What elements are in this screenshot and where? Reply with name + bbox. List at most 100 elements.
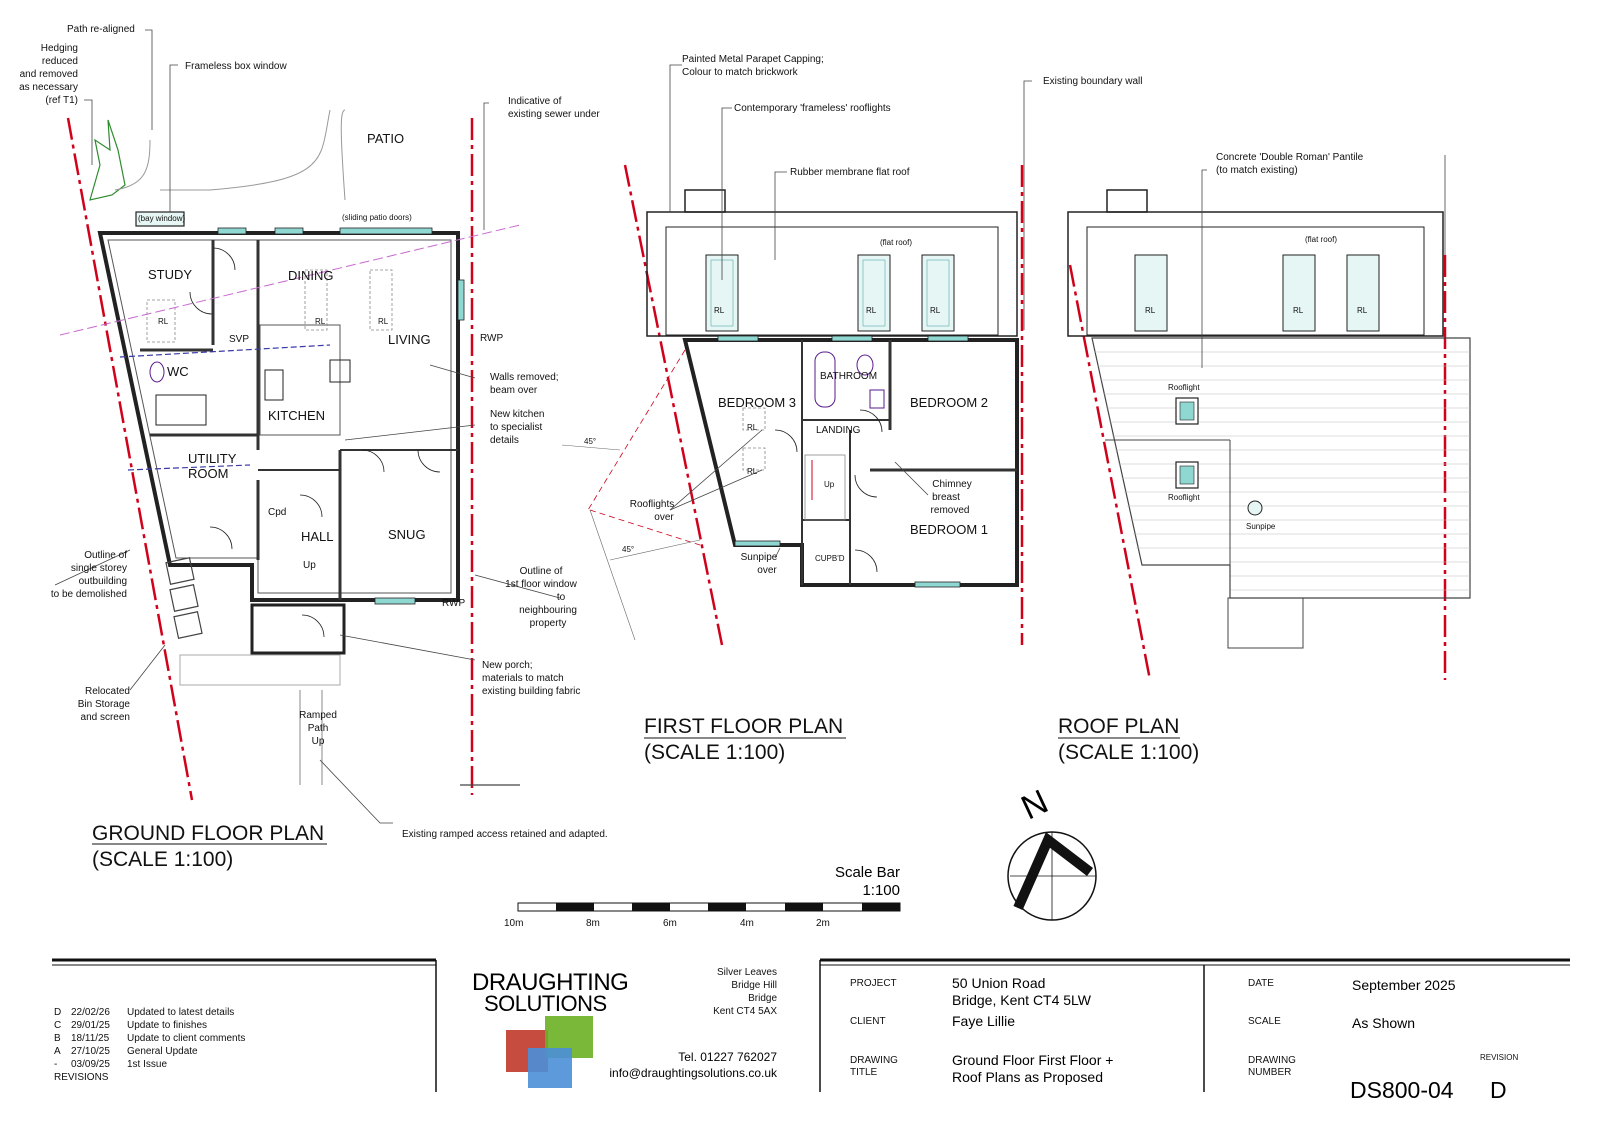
annotation-bin-storage: and screen (81, 712, 130, 723)
first-floor-plan: 45° 45° (flat roof) RL RL RL RL RL BEDRO… (561, 54, 1032, 764)
rooflight-label: RL (378, 317, 389, 326)
annotation-hedging: reduced (42, 56, 78, 67)
room-label-cupboard: CUPB'D (815, 554, 845, 563)
revision-date: 03/09/25 (71, 1059, 110, 1070)
svp-label: SVP (229, 334, 249, 345)
revision-desc: Updated to latest details (127, 1007, 234, 1018)
annotation-chimney: Chimney (932, 479, 971, 490)
room-label-living: LIVING (388, 332, 431, 347)
annotation-sewer: Indicative of (508, 96, 562, 107)
company-email: info@draughtingsolutions.co.uk (609, 1066, 778, 1080)
annotation-ramped-path: Path (308, 723, 329, 734)
revision-date: 22/02/26 (71, 1007, 110, 1018)
annotation-new-porch: existing building fabric (482, 686, 580, 697)
stair-up-label: Up (303, 560, 316, 571)
room-label-bedroom-3: BEDROOM 3 (718, 395, 796, 410)
room-label-dining: DINING (288, 268, 334, 283)
scale-label: SCALE (1248, 1016, 1281, 1027)
boundary-line-left (1068, 264, 1152, 681)
ground-floor-scale: (SCALE 1:100) (92, 848, 233, 871)
room-label-hall: HALL (301, 529, 334, 544)
company-name: DRAUGHTING (472, 969, 628, 996)
annotation-outbuilding: outbuilding (79, 576, 127, 587)
revision-code: C (54, 1020, 61, 1031)
scale-tick: 8m (586, 918, 600, 929)
title-block (52, 958, 1570, 1092)
annotation-sewer: existing sewer under (508, 109, 600, 120)
annotation-hedging: as necessary (19, 82, 78, 93)
scale-tick: 4m (740, 918, 754, 929)
stair-up-label: Up (824, 480, 835, 489)
revision-label: REVISION (1480, 1053, 1518, 1062)
company-logo (506, 1016, 593, 1088)
rooflights (1134, 254, 1380, 332)
rooflight-label: RL (158, 317, 169, 326)
rwp-label: RWP (442, 598, 465, 609)
annotation-chimney: breast (932, 492, 960, 503)
drawing-title: Ground Floor First Floor + (952, 1052, 1113, 1068)
patio-path-outline (114, 109, 346, 201)
scale-tick: 6m (663, 918, 677, 929)
annotation-outbuilding: Outline of (84, 550, 127, 561)
drawing-title-label: DRAWING (850, 1055, 898, 1066)
ground-floor-plan: PATIO STUDY DINING LIVING WC KITCHEN UTI… (19, 24, 608, 871)
revision-desc: 1st Issue (127, 1059, 167, 1070)
bay-window (135, 211, 185, 227)
annotation-leaders (669, 64, 1032, 559)
rooflight-label: RL (747, 423, 758, 432)
date-label: DATE (1248, 978, 1274, 989)
angle-label: 45° (622, 545, 634, 554)
revision-desc: Update to client comments (127, 1033, 245, 1044)
drawing-scale: As Shown (1352, 1015, 1415, 1031)
company-address: Bridge Hill (731, 980, 777, 991)
scale-bar-ratio: 1:100 (862, 882, 900, 899)
annotation-flat-roof: Rubber membrane flat roof (790, 167, 910, 178)
annotation-new-kitchen: details (490, 435, 519, 446)
drawing-title-label: TITLE (850, 1067, 878, 1078)
first-floor-scale: (SCALE 1:100) (644, 741, 785, 764)
annotation-neighbour-window: Outline of (520, 566, 563, 577)
annotation-hedging: (ref T1) (45, 95, 78, 106)
flat-roof-label: (flat roof) (1305, 235, 1337, 244)
boundary-line-left (66, 117, 194, 801)
annotation-ramped-path: Ramped (299, 710, 337, 721)
room-label-patio: PATIO (367, 131, 404, 146)
annotation-new-porch: New porch; (482, 660, 533, 671)
patio-doors-label: (sliding patio doors) (342, 213, 412, 222)
drawing-number-label: NUMBER (1248, 1067, 1291, 1078)
company-address: Silver Leaves (717, 967, 777, 978)
annotation-rooflights-over: Rooflights (630, 499, 674, 510)
room-label-room: ROOM (188, 466, 228, 481)
annotation-rooflights-over: over (654, 512, 674, 523)
scale-tick: 10m (504, 918, 523, 929)
ground-floor-title: GROUND FLOOR PLAN (92, 822, 324, 845)
angle-label: 45° (584, 437, 596, 446)
company-name: SOLUTIONS (484, 991, 607, 1016)
room-label-kitchen: KITCHEN (268, 408, 325, 423)
revision-code: - (54, 1059, 57, 1070)
revision-code: A (54, 1046, 61, 1057)
company-address: Kent CT4 5AX (713, 1006, 777, 1017)
annotation-sunpipe-over: over (757, 565, 777, 576)
annotation-parapet: Painted Metal Parapet Capping; (682, 54, 824, 65)
flat-roof-outline (646, 211, 1018, 337)
annotation-pantile: Concrete 'Double Roman' Pantile (1216, 152, 1364, 163)
annotation-ramped-path: Up (312, 736, 325, 747)
boundary-line-left (623, 164, 724, 646)
client-name: Faye Lillie (952, 1013, 1015, 1029)
rooflight-label: RL (930, 306, 941, 315)
revision-code: D (54, 1007, 61, 1018)
rooflight-label: Rooflight (1168, 383, 1200, 392)
annotation-new-kitchen: to specialist (490, 422, 542, 433)
pantile-roof (1091, 337, 1471, 649)
annotation-leaders (54, 29, 561, 824)
rooflights (705, 254, 955, 332)
project-address: 50 Union Road (952, 975, 1045, 991)
annotation-new-kitchen: New kitchen (490, 409, 544, 420)
drawing-number: DS800-04 (1350, 1077, 1454, 1103)
room-label-landing: LANDING (816, 425, 861, 436)
scale-bar: Scale Bar 1:100 10m 8m 6m 4m 2m (504, 864, 901, 929)
project-address: Bridge, Kent CT4 5LW (952, 992, 1092, 1008)
revision-date: 18/11/25 (71, 1033, 110, 1044)
revision-desc: General Update (127, 1046, 198, 1057)
